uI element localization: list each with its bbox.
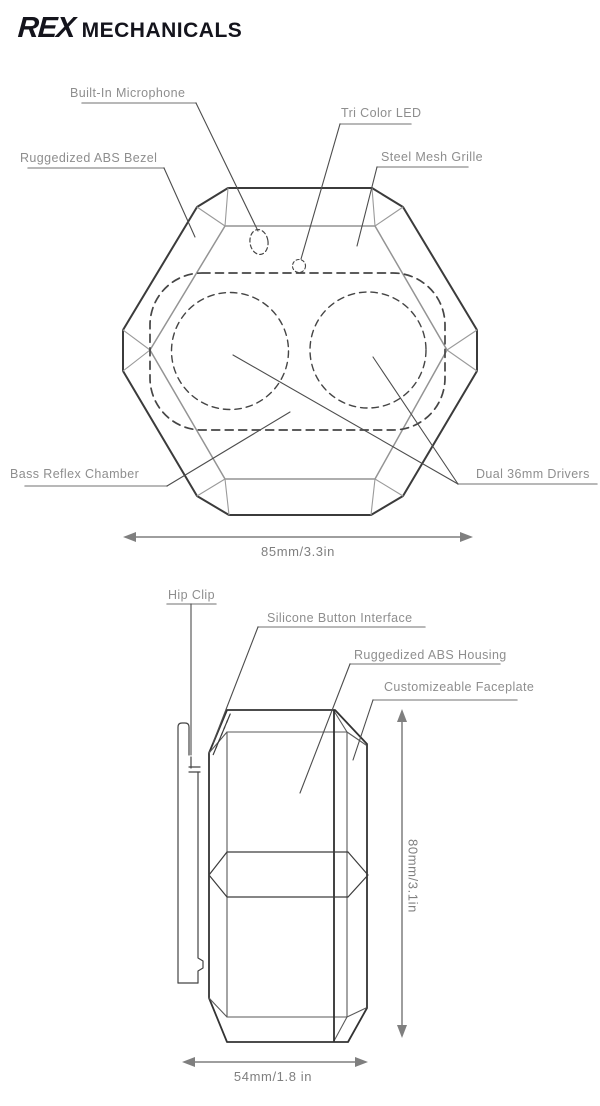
- led-leader: [300, 123, 341, 260]
- brand-logo: REX MECHANICALS: [17, 12, 243, 44]
- front-width-dimension: [123, 532, 473, 542]
- bezel-leader: [163, 167, 196, 238]
- housing-outline: [208, 709, 368, 1043]
- housing-leader: [299, 663, 351, 794]
- front-face-outline: [149, 225, 448, 480]
- driver-left-circle: [170, 291, 290, 411]
- mid-joint-band: [208, 851, 369, 898]
- faceplate-leader: [352, 699, 374, 761]
- microphone-opening: [249, 228, 269, 256]
- microphone-leader: [195, 102, 259, 232]
- label-hip-clip: Hip Clip: [168, 588, 215, 602]
- bezel-edge-connectors: [122, 187, 478, 516]
- label-ruggedized-abs-bezel: Ruggedized ABS Bezel: [20, 151, 158, 165]
- bass-chamber-leader: [166, 411, 291, 487]
- dimension-front-width: 85mm/3.3in: [261, 544, 335, 559]
- dimension-side-height: 80mm/3.1in: [405, 839, 421, 913]
- label-customizeable-faceplate: Customizeable Faceplate: [384, 680, 535, 694]
- side-view-callout-lines: [166, 603, 518, 794]
- label-built-in-microphone: Built-In Microphone: [70, 86, 186, 100]
- logo-mechanicals-wordmark: MECHANICALS: [81, 19, 243, 42]
- mesh-grille-boundary: [149, 272, 446, 431]
- led-opening: [291, 258, 307, 274]
- button-hatching: [212, 713, 231, 756]
- side-height-dimension: [397, 709, 407, 1038]
- driver-right-circle: [309, 291, 427, 409]
- label-bass-reflex-chamber: Bass Reflex Chamber: [10, 467, 140, 481]
- label-tri-color-led: Tri Color LED: [341, 106, 422, 120]
- outer-bezel-outline: [122, 187, 478, 516]
- label-steel-mesh-grille: Steel Mesh Grille: [381, 150, 483, 164]
- front-view-callout-lines: [24, 102, 598, 487]
- driver-left-leader: [232, 354, 459, 485]
- dimension-side-width: 54mm/1.8 in: [233, 1069, 313, 1084]
- buttons-leader: [212, 626, 259, 744]
- grille-leader: [356, 166, 378, 247]
- driver-right-leader: [372, 356, 459, 485]
- side-view-drawing: [177, 709, 369, 1043]
- label-ruggedized-abs-housing: Ruggedized ABS Housing: [354, 648, 507, 662]
- label-dual-36mm-drivers: Dual 36mm Drivers: [476, 467, 590, 481]
- front-view-drawing: [122, 187, 478, 516]
- housing-inner-edges: [208, 710, 367, 1042]
- label-silicone-button-interface: Silicone Button Interface: [267, 611, 413, 625]
- side-width-dimension: [182, 1057, 368, 1067]
- hip-clip-shape: [177, 722, 204, 984]
